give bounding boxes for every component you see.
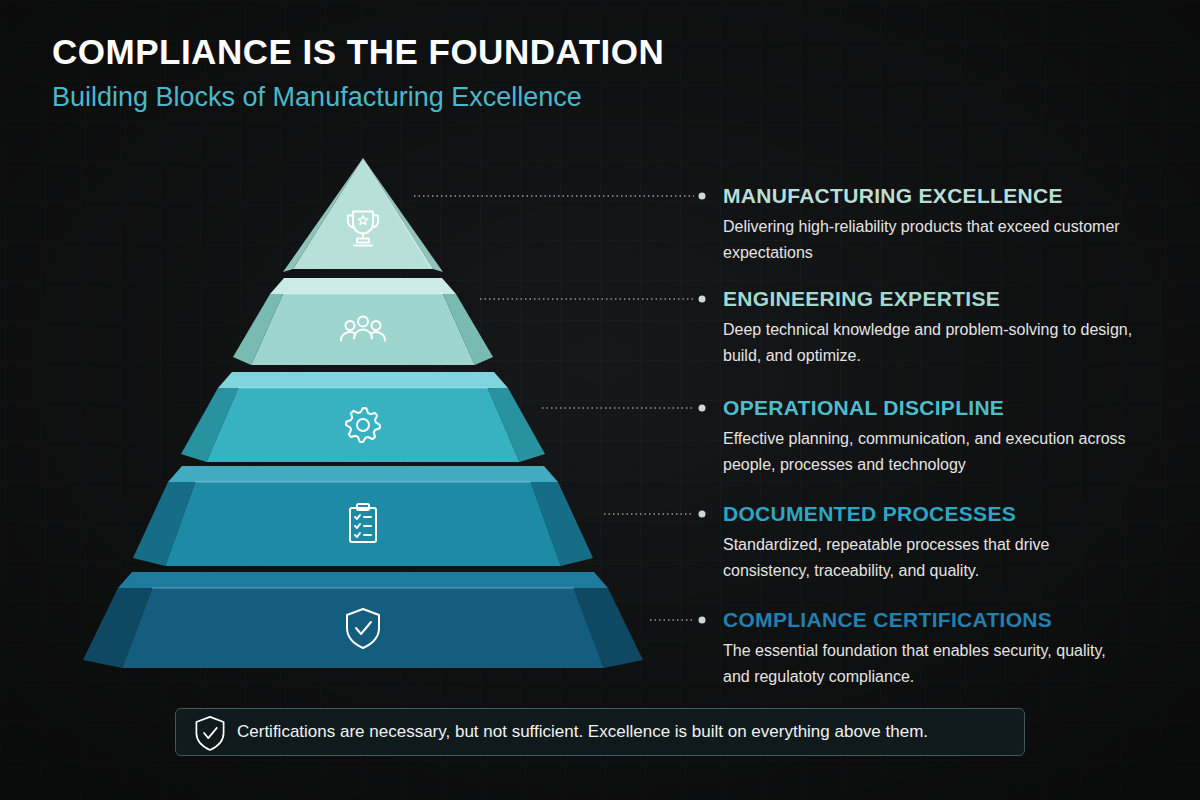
leader-line	[480, 298, 694, 300]
tier-heading: MANUFACTURING EXCELLENCE	[723, 183, 1133, 209]
pyramid-tier: ENGINEERING EXPERTISEDeep technical know…	[233, 278, 493, 365]
tier-front	[251, 294, 475, 365]
note-box: Certifications are necessary, but not su…	[175, 708, 1025, 756]
tier-edge	[238, 387, 487, 388]
tier-face	[293, 158, 433, 269]
tier-front	[165, 482, 561, 566]
leader-dots	[699, 193, 706, 624]
leader-dot	[699, 405, 706, 412]
leader-dot	[699, 511, 706, 518]
subtitle: Building Blocks of Manufacturing Excelle…	[52, 82, 582, 113]
tier-heading: DOCUMENTED PROCESSES	[723, 501, 1133, 527]
pyramid-tier: OPERATIONAL DISCIPLINEEffective planning…	[181, 372, 545, 462]
tier-heading: ENGINEERING EXPERTISE	[723, 286, 1133, 312]
tier-shape	[283, 158, 443, 272]
leader-dot	[699, 193, 706, 200]
leader-line	[414, 195, 694, 197]
note-text: Certifications are necessary, but not su…	[237, 721, 928, 743]
tier-front	[206, 388, 519, 462]
leader-line	[542, 407, 694, 409]
tier-shape	[133, 466, 593, 566]
tier-heading: COMPLIANCE CERTIFICATIONS	[723, 607, 1133, 633]
tier-shape	[181, 372, 545, 462]
tier-top	[168, 466, 558, 482]
tier-text: ENGINEERING EXPERTISE Deep technical know…	[723, 286, 1133, 369]
tier-text: MANUFACTURING EXCELLENCE Delivering high-…	[723, 183, 1133, 266]
tier-description: Deep technical knowledge and problem-sol…	[723, 317, 1133, 369]
tier-description: Delivering high-reliability products tha…	[723, 214, 1133, 266]
tier-edge	[283, 293, 443, 294]
leader-line	[650, 619, 694, 621]
tier-description: Effective planning, communication, and e…	[723, 426, 1133, 478]
tier-shape	[83, 572, 643, 668]
tier-top	[270, 278, 456, 294]
pyramid-tier: COMPLIANCE CERTIFICATIONSThe essential f…	[83, 572, 643, 668]
tier-icon	[350, 504, 376, 542]
tier-description: The essential foundation that enables se…	[723, 638, 1133, 690]
tier-top	[218, 372, 508, 388]
leader-line	[604, 513, 694, 515]
tier-edge	[195, 481, 530, 482]
tier-edge	[152, 587, 573, 588]
tier-text: OPERATIONAL DISCIPLINE Effective planning…	[723, 395, 1133, 478]
tier-description: Standardized, repeatable processes that …	[723, 532, 1133, 584]
tier-front	[122, 588, 604, 668]
tier-icon	[341, 317, 385, 341]
note-icon	[190, 709, 230, 757]
tier-icon	[348, 211, 378, 245]
leader-dot	[699, 296, 706, 303]
tier-icon	[347, 609, 379, 648]
tier-shape	[233, 278, 493, 365]
tier-icon	[346, 408, 380, 442]
leader-dot	[699, 617, 706, 624]
pyramid-tier: DOCUMENTED PROCESSESStandardized, repeat…	[133, 466, 593, 566]
pyramid-tier: MANUFACTURING EXCELLENCEDelivering high-…	[283, 158, 443, 272]
title: COMPLIANCE IS THE FOUNDATION	[52, 32, 664, 72]
tier-top	[118, 572, 608, 588]
tier-text: COMPLIANCE CERTIFICATIONS The essential f…	[723, 607, 1133, 690]
tier-heading: OPERATIONAL DISCIPLINE	[723, 395, 1133, 421]
tier-text: DOCUMENTED PROCESSES Standardized, repeat…	[723, 501, 1133, 584]
